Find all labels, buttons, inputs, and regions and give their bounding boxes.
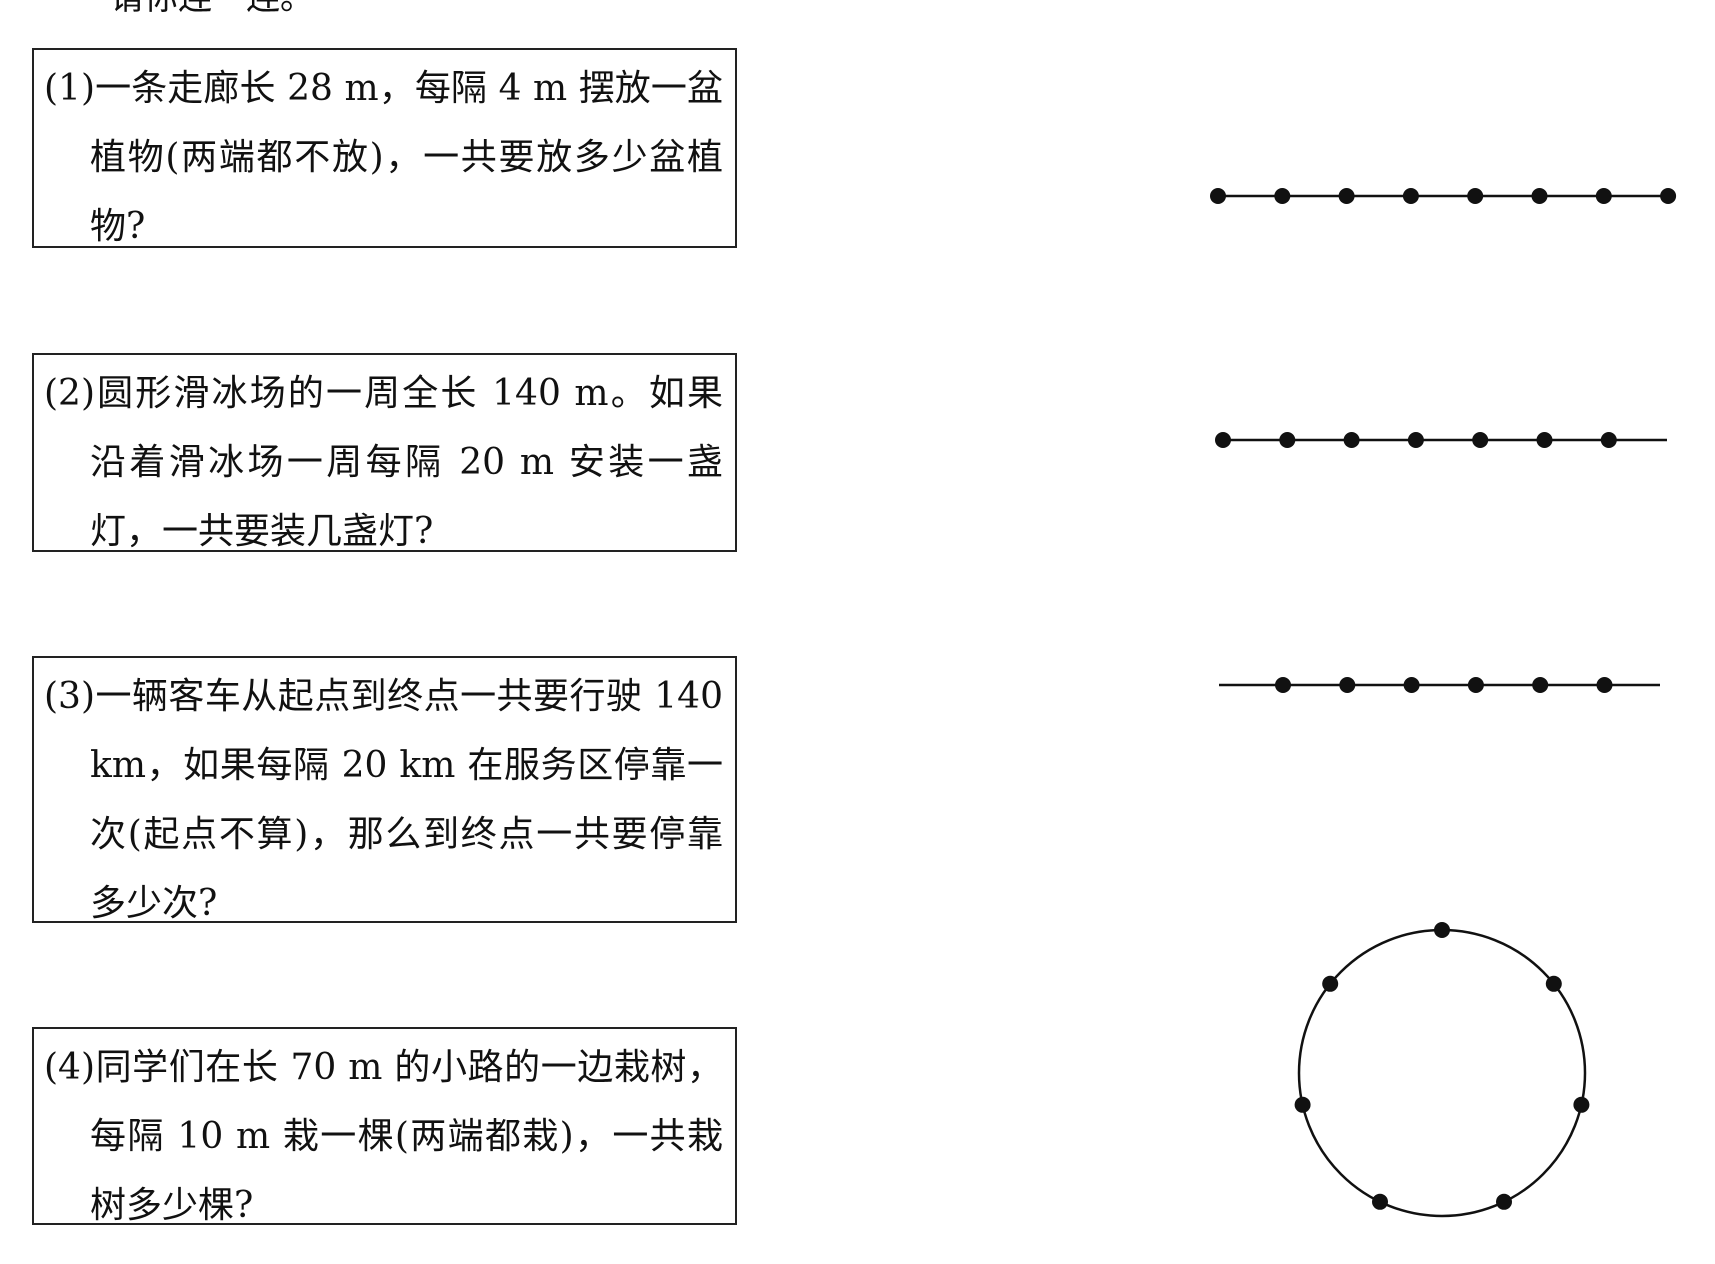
- diagram-4-dot: [1545, 975, 1562, 992]
- diagram-3-dot: [1403, 677, 1420, 693]
- diagram-4-dot: [1294, 1096, 1311, 1113]
- diagram-line-both-ends: [1210, 188, 1677, 204]
- diagram-1-dots: [1210, 188, 1677, 204]
- diagram-3-dot: [1532, 677, 1549, 693]
- page-header-partial: 请你连一连。: [110, 0, 314, 18]
- diagram-4-dots: [1294, 922, 1590, 1210]
- problem-box-3: (3)一辆客车从起点到终点一共要行驶 140 km，如果每隔 20 km 在服务…: [32, 656, 737, 924]
- diagram-3-dot: [1275, 677, 1291, 693]
- problem-text-2: (2)圆形滑冰场的一周全长 140 m。如果沿着滑冰场一周每隔 20 m 安装一…: [44, 373, 723, 552]
- diagram-4-dot: [1434, 922, 1450, 938]
- diagram-3-dot: [1467, 677, 1484, 693]
- diagram-4-circle-path: [1297, 928, 1587, 1218]
- diagram-1-dot: [1210, 188, 1226, 204]
- diagram-2-dot: [1215, 432, 1231, 448]
- diagram-2-dot: [1407, 432, 1424, 448]
- diagram-1-dot: [1338, 188, 1355, 204]
- diagram-line-no-ends: [1219, 677, 1660, 693]
- diagram-1-dot: [1402, 188, 1419, 204]
- diagram-2-dot: [1472, 432, 1489, 448]
- diagram-4-dot: [1372, 1193, 1388, 1210]
- problem-box-1: (1)一条走廊长 28 m，每隔 4 m 摆放一盆植物(两端都不放)，一共要放多…: [32, 48, 737, 248]
- diagram-circle: [1294, 922, 1590, 1218]
- diagram-2-dot: [1343, 432, 1360, 448]
- diagram-1-dot: [1467, 188, 1484, 204]
- diagram-4-dot: [1496, 1193, 1512, 1210]
- diagram-3-dot: [1339, 677, 1356, 693]
- diagram-2-dot: [1600, 432, 1617, 448]
- diagram-4-dot: [1573, 1096, 1590, 1113]
- diagram-1-dot: [1531, 188, 1548, 204]
- diagram-1-dot: [1595, 188, 1612, 204]
- diagram-1-dot: [1274, 188, 1291, 204]
- problem-text-4: (4)同学们在长 70 m 的小路的一边栽树，每隔 10 m 栽一棵(两端都栽)…: [44, 1047, 723, 1226]
- problem-text-3: (3)一辆客车从起点到终点一共要行驶 140 km，如果每隔 20 km 在服务…: [44, 676, 723, 924]
- problem-text-1: (1)一条走廊长 28 m，每隔 4 m 摆放一盆植物(两端都不放)，一共要放多…: [44, 68, 723, 247]
- diagram-2-dots: [1215, 432, 1617, 448]
- diagram-line-left-end: [1215, 432, 1667, 448]
- problem-box-2: (2)圆形滑冰场的一周全长 140 m。如果沿着滑冰场一周每隔 20 m 安装一…: [32, 353, 737, 552]
- diagram-3-dot: [1596, 677, 1613, 693]
- diagram-1-dot: [1660, 188, 1677, 204]
- diagram-2-dot: [1279, 432, 1296, 448]
- diagram-2-dot: [1536, 432, 1553, 448]
- diagram-3-dots: [1275, 677, 1613, 693]
- diagram-4-dot: [1322, 975, 1339, 992]
- problem-box-4: (4)同学们在长 70 m 的小路的一边栽树，每隔 10 m 栽一棵(两端都栽)…: [32, 1027, 737, 1226]
